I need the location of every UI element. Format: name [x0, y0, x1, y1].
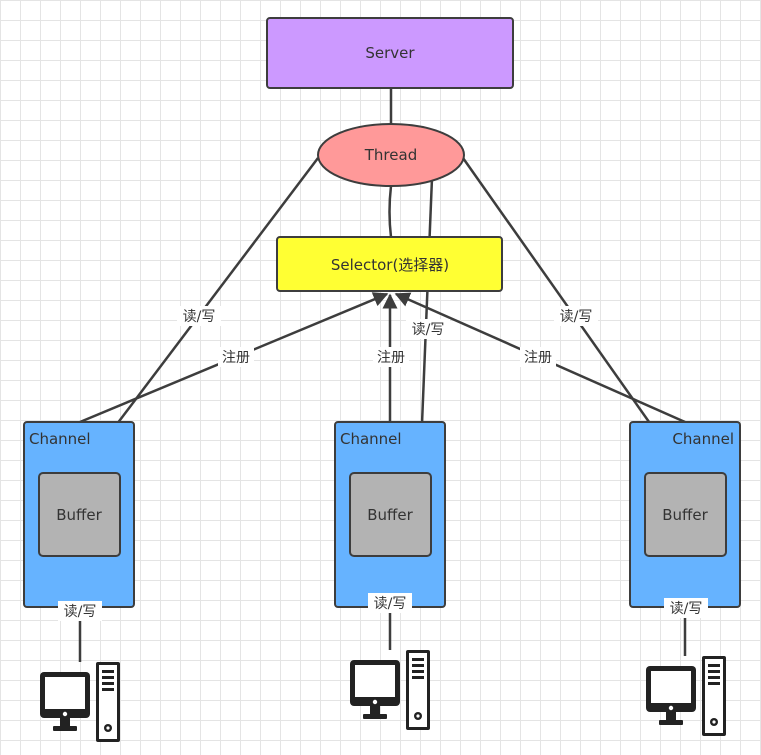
- client-center-label: 读/写: [374, 595, 407, 612]
- edge-label-client-left: 读/写: [58, 601, 102, 621]
- channel-center-label: Channel: [340, 430, 402, 448]
- thread-selector-edge: [388, 185, 393, 238]
- computer-icon: [350, 650, 430, 730]
- rw-center-label: 读/写: [412, 321, 445, 338]
- channel-center: Channel Buffer: [334, 421, 446, 608]
- edge-label-client-center: 读/写: [368, 593, 412, 613]
- edge-label-register-right: 注册: [520, 347, 556, 367]
- channel-left: Channel Buffer: [23, 421, 135, 608]
- register-right-label: 注册: [524, 350, 552, 366]
- edge-label-client-right: 读/写: [664, 598, 708, 618]
- rw-left-label: 读/写: [183, 308, 216, 325]
- server-node: Server: [266, 17, 514, 89]
- edge-label-rw-center: 读/写: [406, 319, 450, 339]
- thread-node: Thread: [317, 123, 465, 187]
- thread-label: Thread: [364, 146, 417, 164]
- server-label: Server: [365, 44, 415, 62]
- channel-right-label: Channel: [672, 430, 734, 448]
- edge-label-register-center: 注册: [373, 347, 409, 367]
- selector-node: Selector(选择器): [276, 236, 503, 292]
- edge-label-register-left: 注册: [218, 347, 254, 367]
- register-center-label: 注册: [377, 350, 405, 366]
- buffer-left-label: Buffer: [56, 506, 102, 524]
- client-left-label: 读/写: [64, 603, 97, 620]
- computer-icon: [646, 656, 726, 736]
- buffer-right-label: Buffer: [662, 506, 708, 524]
- client-right-label: 读/写: [670, 600, 703, 617]
- selector-label: Selector(选择器): [331, 256, 449, 274]
- edge-label-rw-left: 读/写: [177, 306, 221, 326]
- buffer-center-label: Buffer: [367, 506, 413, 524]
- rw-right-label: 读/写: [560, 308, 593, 325]
- computer-icon: [40, 662, 120, 742]
- channel-left-label: Channel: [29, 430, 91, 448]
- channel-right: Channel Buffer: [629, 421, 741, 608]
- edge-label-rw-right: 读/写: [554, 306, 598, 326]
- register-left-label: 注册: [222, 350, 250, 366]
